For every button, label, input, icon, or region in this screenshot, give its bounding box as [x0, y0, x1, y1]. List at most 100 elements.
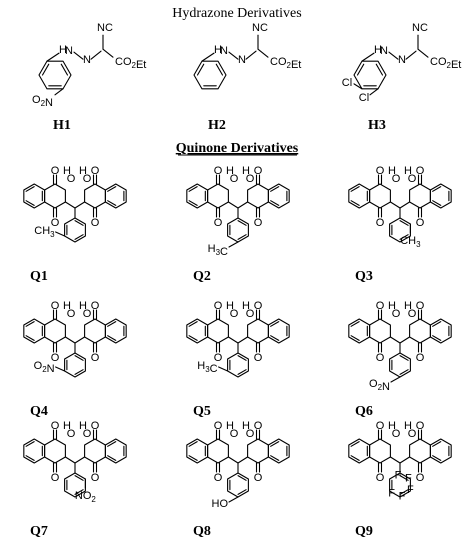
o-atom: O	[376, 352, 385, 364]
o-atom: O	[214, 217, 223, 229]
bond	[64, 336, 76, 344]
o-atom: O	[376, 300, 385, 312]
bond	[46, 52, 60, 62]
double-bond	[399, 489, 409, 495]
o-atom: O	[91, 420, 100, 432]
double-bond	[399, 355, 409, 361]
substituent-label: H3C	[197, 360, 217, 375]
double-bond	[399, 234, 409, 240]
substituent-label: O2N	[32, 94, 53, 109]
phenyl-ring	[193, 60, 227, 90]
o-atom: O	[91, 352, 100, 364]
quinone-ring	[44, 183, 66, 209]
aryl-ring	[64, 352, 86, 378]
benzo-ring	[429, 183, 452, 209]
double-bond	[107, 335, 117, 341]
o-atom: O	[254, 472, 263, 484]
double-bond	[237, 369, 247, 375]
o-atom: O	[416, 300, 425, 312]
substituent-label: CH3	[400, 235, 421, 249]
n-atom: N	[398, 54, 406, 66]
double-bond	[107, 441, 117, 447]
h-atom: H	[388, 300, 396, 312]
bond	[218, 366, 229, 372]
double-bond	[432, 321, 442, 327]
substituent-label: O2N	[34, 360, 55, 375]
double-bond	[432, 441, 442, 447]
o-atom: O	[392, 428, 401, 440]
double-bond	[245, 50, 257, 60]
quinone-ring	[44, 318, 66, 344]
bond	[102, 48, 114, 58]
bond	[361, 52, 375, 62]
h-atom: H	[79, 300, 87, 312]
double-bond	[60, 63, 69, 76]
hydrazone-section-title: Hydrazone Derivatives	[172, 6, 301, 21]
bond	[227, 201, 239, 209]
h-atom: H	[404, 300, 412, 312]
double-bond	[237, 489, 247, 495]
cl-atom: Cl	[342, 77, 352, 89]
substituent-label: HO	[212, 498, 229, 510]
double-bond	[107, 186, 117, 192]
double-bond	[188, 200, 198, 206]
o-atom: O	[392, 173, 401, 185]
benzo-ring	[104, 438, 127, 464]
substituent-label: CO2Et	[270, 56, 301, 71]
benzo-ring	[23, 438, 46, 464]
double-bond	[188, 441, 198, 447]
double-bond	[350, 335, 360, 341]
o-atom: O	[408, 173, 417, 185]
double-bond	[399, 475, 409, 481]
o-atom: O	[246, 308, 255, 320]
h-atom: H	[374, 44, 382, 56]
quinone-ring	[247, 318, 269, 344]
o-atom: O	[230, 428, 239, 440]
nitrile-label: NC	[412, 22, 428, 34]
double-bond	[25, 441, 35, 447]
double-bond	[350, 321, 360, 327]
quinone-ring	[409, 183, 431, 209]
double-bond	[350, 455, 360, 461]
quinone-ring	[409, 318, 431, 344]
o-atom: O	[67, 428, 76, 440]
bond	[237, 201, 249, 209]
double-bond	[25, 455, 35, 461]
h-atom: H	[388, 420, 396, 432]
double-bond	[107, 200, 117, 206]
quinone-ring	[409, 438, 431, 464]
quinone-ring	[369, 318, 391, 344]
bond	[353, 83, 363, 90]
bond	[389, 336, 401, 344]
double-bond	[399, 220, 409, 226]
o-atom: O	[91, 300, 100, 312]
bond	[74, 201, 86, 209]
double-bond	[188, 186, 198, 192]
o-atom: O	[214, 420, 223, 432]
bond	[369, 88, 379, 96]
double-bond	[25, 321, 35, 327]
double-bond	[74, 475, 84, 481]
bond	[73, 51, 84, 60]
h-atom: H	[63, 420, 71, 432]
bond	[399, 201, 411, 209]
quinone-ring	[207, 318, 229, 344]
o-atom: O	[416, 165, 425, 177]
double-bond	[399, 369, 409, 375]
o-atom: O	[91, 217, 100, 229]
benzo-ring	[429, 318, 452, 344]
double-bond	[432, 335, 442, 341]
compound-label: H1	[53, 118, 71, 133]
double-bond	[74, 220, 84, 226]
o-atom: O	[214, 472, 223, 484]
f-atom: F	[405, 472, 412, 484]
h-atom: H	[242, 420, 250, 432]
double-bond	[25, 200, 35, 206]
o-atom: O	[67, 173, 76, 185]
double-bond	[25, 335, 35, 341]
compound-label: Q3	[355, 269, 373, 284]
quinone-ring	[247, 438, 269, 464]
